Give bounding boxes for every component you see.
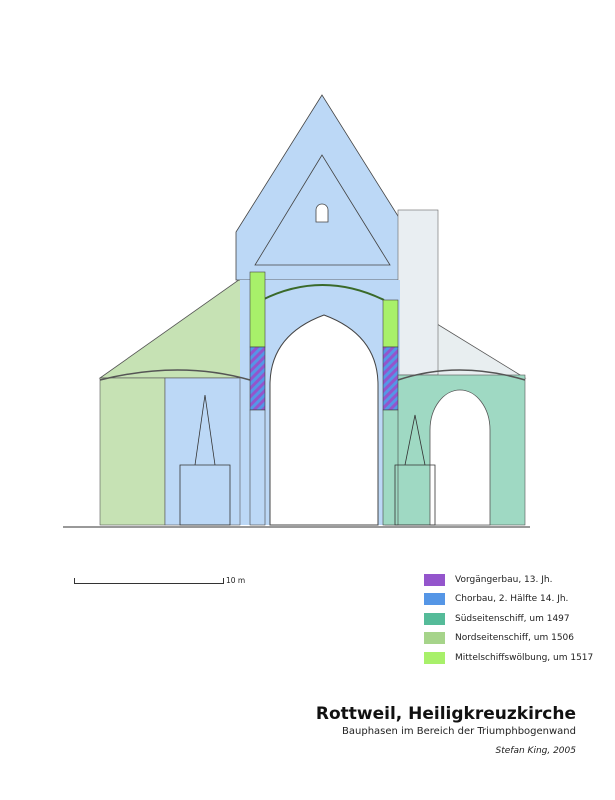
south-aisle-arch [429, 389, 491, 526]
nave-vault-rib [261, 284, 385, 301]
north-aisle-roof [98, 271, 251, 379]
legend-label: Südseitenschiff, um 1497 [455, 613, 570, 624]
triumphal-arch [269, 314, 379, 526]
legend-label: Nordseitenschiff, um 1506 [455, 633, 574, 643]
south-vault-rib [397, 369, 526, 381]
legend-swatch [424, 593, 445, 605]
legend-swatch [424, 612, 445, 625]
south-pillar-lower [382, 409, 399, 526]
legend-label: Mittelschiffswölbung, um 1517 [455, 652, 594, 663]
south-altar [394, 414, 436, 526]
author-credit: Stefan King, 2005 [495, 746, 576, 756]
south-pillar-vault [382, 299, 399, 348]
legend-item: Chorbau, 2. Hälfte 14. Jh. [424, 590, 593, 609]
scale-bar [74, 578, 224, 584]
legend: Vorgängerbau, 13. Jh. Chorbau, 2. Hälfte… [424, 570, 593, 668]
legend-label: Chorbau, 2. Hälfte 14. Jh. [455, 594, 569, 604]
legend-item: Südseitenschiff, um 1497 [424, 609, 593, 628]
legend-item: Mittelschiffswölbung, um 1517 [424, 648, 593, 667]
north-altar [179, 394, 231, 526]
scale-bar-label: 10 m [226, 576, 246, 585]
north-pillar-vault [249, 271, 266, 348]
page-title: Rottweil, Heiligkreuzkirche [315, 704, 576, 724]
legend-swatch [424, 632, 445, 644]
north-vault-rib [99, 369, 251, 381]
south-pillar-predecessor [382, 346, 399, 411]
north-pillar-lower [249, 409, 266, 526]
masonry-wall [397, 209, 439, 376]
page-subtitle: Bauphasen im Bereich der Triumphbogenwan… [342, 726, 576, 737]
legend-swatch [424, 573, 445, 586]
legend-label: Vorgängerbau, 13. Jh. [455, 574, 553, 585]
legend-item: Vorgängerbau, 13. Jh. [424, 570, 593, 589]
north-aisle-wall [99, 377, 166, 526]
gable-window [315, 203, 329, 223]
legend-swatch [424, 651, 445, 664]
north-pillar-predecessor [249, 346, 266, 411]
north-aisle-choir-part [164, 377, 241, 526]
legend-item: Nordseitenschiff, um 1506 [424, 629, 593, 648]
